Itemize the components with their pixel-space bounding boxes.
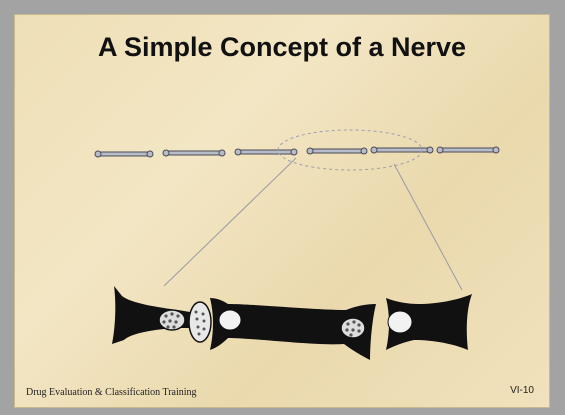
neuron-4 xyxy=(307,148,367,154)
neuron-5 xyxy=(371,147,433,153)
neuron-6 xyxy=(437,147,499,153)
middle-neuron-dendrite-receptor xyxy=(219,310,241,330)
footer-course-name: Drug Evaluation & Classification Trainin… xyxy=(26,387,197,398)
footer-slide-number: VI-10 xyxy=(510,385,534,396)
synaptic-gap xyxy=(189,302,211,342)
zoom-line-right xyxy=(394,164,462,290)
zoom-line-left xyxy=(164,158,296,286)
nerve-diagram xyxy=(14,14,550,408)
neuron-chain xyxy=(95,147,499,157)
slide: A Simple Concept of a Nerve xyxy=(14,14,550,408)
right-neuron-receptor xyxy=(388,311,412,333)
neuron-3 xyxy=(235,149,297,155)
neuron-2 xyxy=(163,150,225,156)
neuron-1 xyxy=(95,151,153,157)
magnified-neurons xyxy=(112,286,472,360)
